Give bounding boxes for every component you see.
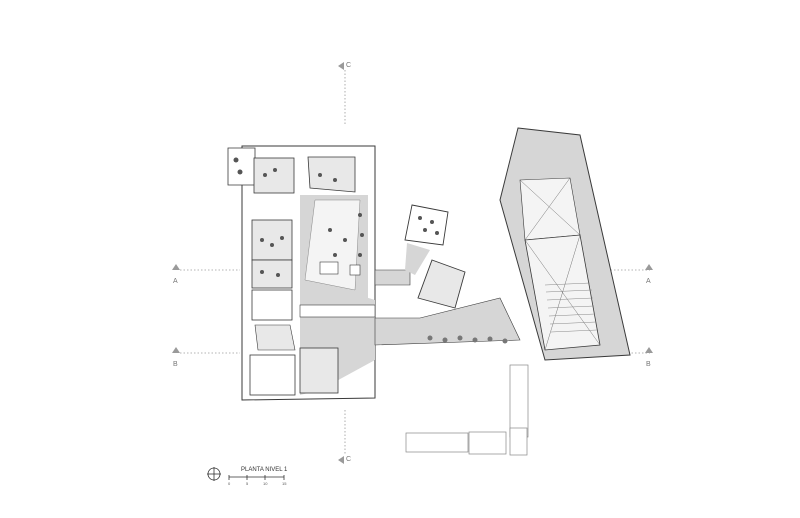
section-arrow-icons [172, 62, 653, 464]
north-arrow-icon [207, 467, 221, 481]
pavilions [404, 204, 466, 309]
drawing-title: PLANTA NIVEL 1 [241, 467, 288, 473]
section-mark-c-bottom: C [346, 456, 352, 463]
left-building [227, 145, 376, 401]
section-mark-c-top: C [346, 62, 352, 69]
section-mark-b-right: B [646, 361, 651, 368]
scale-tick: 10 [263, 481, 268, 486]
scale-bar [228, 475, 285, 480]
right-building [499, 127, 631, 361]
outbuildings [405, 364, 529, 456]
scale-tick: 0 [228, 481, 231, 486]
section-mark-a-right: A [646, 278, 651, 285]
section-mark-b-left: B [173, 361, 178, 368]
scale-tick: 15 [282, 481, 287, 486]
bridge [374, 269, 521, 346]
scale-tick: 5 [246, 481, 249, 486]
section-mark-a-left: A [173, 278, 178, 285]
